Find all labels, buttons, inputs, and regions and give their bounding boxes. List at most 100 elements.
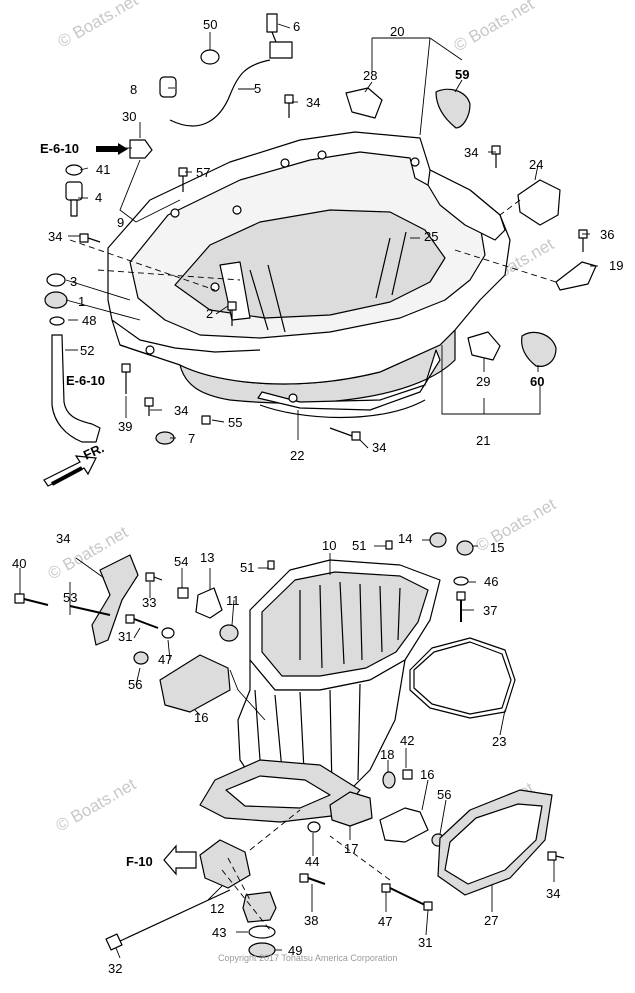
callout-34: 34 — [48, 229, 62, 244]
dashed-lines-lower — [221, 809, 391, 931]
callout-31: 31 — [418, 935, 432, 950]
callout-23: 23 — [492, 734, 506, 749]
callout-34: 34 — [56, 531, 70, 546]
callout-9: 9 — [117, 215, 124, 230]
callout-44: 44 — [305, 854, 319, 869]
grommet-14 — [429, 532, 447, 548]
upper-casing-assembly — [91, 532, 553, 958]
grommet-15 — [456, 540, 474, 556]
grommet-8 — [159, 76, 177, 98]
callout-18: 18 — [380, 747, 394, 762]
callout-28: 28 — [363, 68, 377, 83]
callout-24: 24 — [529, 157, 543, 172]
callout-30: 30 — [122, 109, 136, 124]
watermark: © Boats.net — [55, 0, 142, 51]
callout-46: 46 — [484, 574, 498, 589]
callout-19: 19 — [609, 258, 623, 273]
callout-56: 56 — [128, 677, 142, 692]
callout-4: 4 — [95, 190, 102, 205]
solenoid-17 — [329, 791, 373, 827]
copyright-text: Copyright 2017 Tohatsu America Corporati… — [218, 953, 397, 963]
callout-48: 48 — [82, 313, 96, 328]
front-label: FR. — [81, 440, 106, 462]
callout-1: 1 — [78, 294, 85, 309]
plate-29 — [467, 331, 501, 361]
callout-10: 10 — [322, 538, 336, 553]
callout-42: 42 — [400, 733, 414, 748]
clamp-12 — [199, 839, 251, 889]
washer-46 — [453, 576, 469, 586]
callout-25: 25 — [424, 229, 438, 244]
cover-60 — [521, 331, 557, 367]
watermark: © Boats.net — [451, 0, 538, 55]
lever-19 — [555, 261, 597, 291]
ref-e-6-10-upper: E-6-10 — [40, 141, 79, 156]
callout-11: 11 — [226, 593, 240, 608]
clip-48 — [49, 316, 65, 326]
callout-60: 60 — [530, 374, 544, 389]
callout-31: 31 — [118, 629, 132, 644]
callout-27: 27 — [484, 913, 498, 928]
hose-52 — [51, 334, 101, 443]
callout-16: 16 — [420, 767, 434, 782]
callout-7: 7 — [188, 431, 195, 446]
cable-5 — [169, 59, 271, 127]
callout-57: 57 — [196, 165, 210, 180]
callout-20: 20 — [390, 24, 404, 39]
bracket-13 — [195, 587, 223, 619]
callout-36: 36 — [600, 227, 614, 242]
watermark: © Boats.net — [53, 774, 140, 835]
mount-12 — [242, 891, 277, 923]
bolts-lower — [14, 540, 565, 911]
leader-lines-upper — [65, 23, 598, 449]
callout-39: 39 — [118, 419, 132, 434]
callout-14: 14 — [398, 531, 412, 546]
callout-12: 12 — [210, 901, 224, 916]
ref-e-6-10-lower: E-6-10 — [66, 373, 105, 388]
watermark: © Boats.net — [473, 494, 560, 555]
callout-47: 47 — [378, 914, 392, 929]
e-6-10-arrow-upper — [96, 143, 128, 155]
callout-34: 34 — [464, 145, 478, 160]
callout-37: 37 — [483, 603, 497, 618]
callout-50: 50 — [203, 17, 217, 32]
callout-29: 29 — [476, 374, 490, 389]
callouts: 50 6 20 28 59 8 5 34 30 E-6-10 41 57 34 … — [12, 17, 623, 976]
gasket-23 — [409, 637, 516, 719]
plate-28 — [345, 87, 383, 119]
callout-33: 33 — [142, 595, 156, 610]
callout-59: 59 — [455, 67, 469, 82]
spring-11 — [219, 624, 239, 642]
callout-49: 49 — [288, 943, 302, 958]
seal-1 — [44, 291, 68, 309]
lock-4 — [65, 164, 83, 217]
callout-51: 51 — [352, 538, 366, 553]
callout-34: 34 — [306, 95, 320, 110]
washer-43 — [248, 925, 276, 939]
callout-52: 52 — [80, 343, 94, 358]
seal-18 — [382, 771, 396, 789]
callout-21: 21 — [476, 433, 490, 448]
callout-3: 3 — [70, 274, 77, 289]
grommet-56 — [133, 651, 149, 665]
grommet-50 — [200, 49, 220, 65]
part-30 — [129, 139, 153, 159]
callout-17: 17 — [344, 841, 358, 856]
cover-59 — [435, 88, 471, 129]
callout-51: 51 — [240, 560, 254, 575]
callout-5: 5 — [254, 81, 261, 96]
callout-41: 41 — [96, 162, 110, 177]
callout-34: 34 — [546, 886, 560, 901]
part-16-right — [379, 807, 429, 843]
bushing-54 — [177, 587, 189, 599]
connector-6 — [266, 13, 293, 59]
callout-6: 6 — [293, 19, 300, 34]
front-arrow: FR. — [43, 440, 106, 487]
callout-2: 2 — [206, 306, 213, 321]
washer-47 — [161, 627, 175, 639]
callout-34: 34 — [174, 403, 188, 418]
collar-44 — [307, 821, 321, 833]
nut-42 — [402, 769, 413, 780]
